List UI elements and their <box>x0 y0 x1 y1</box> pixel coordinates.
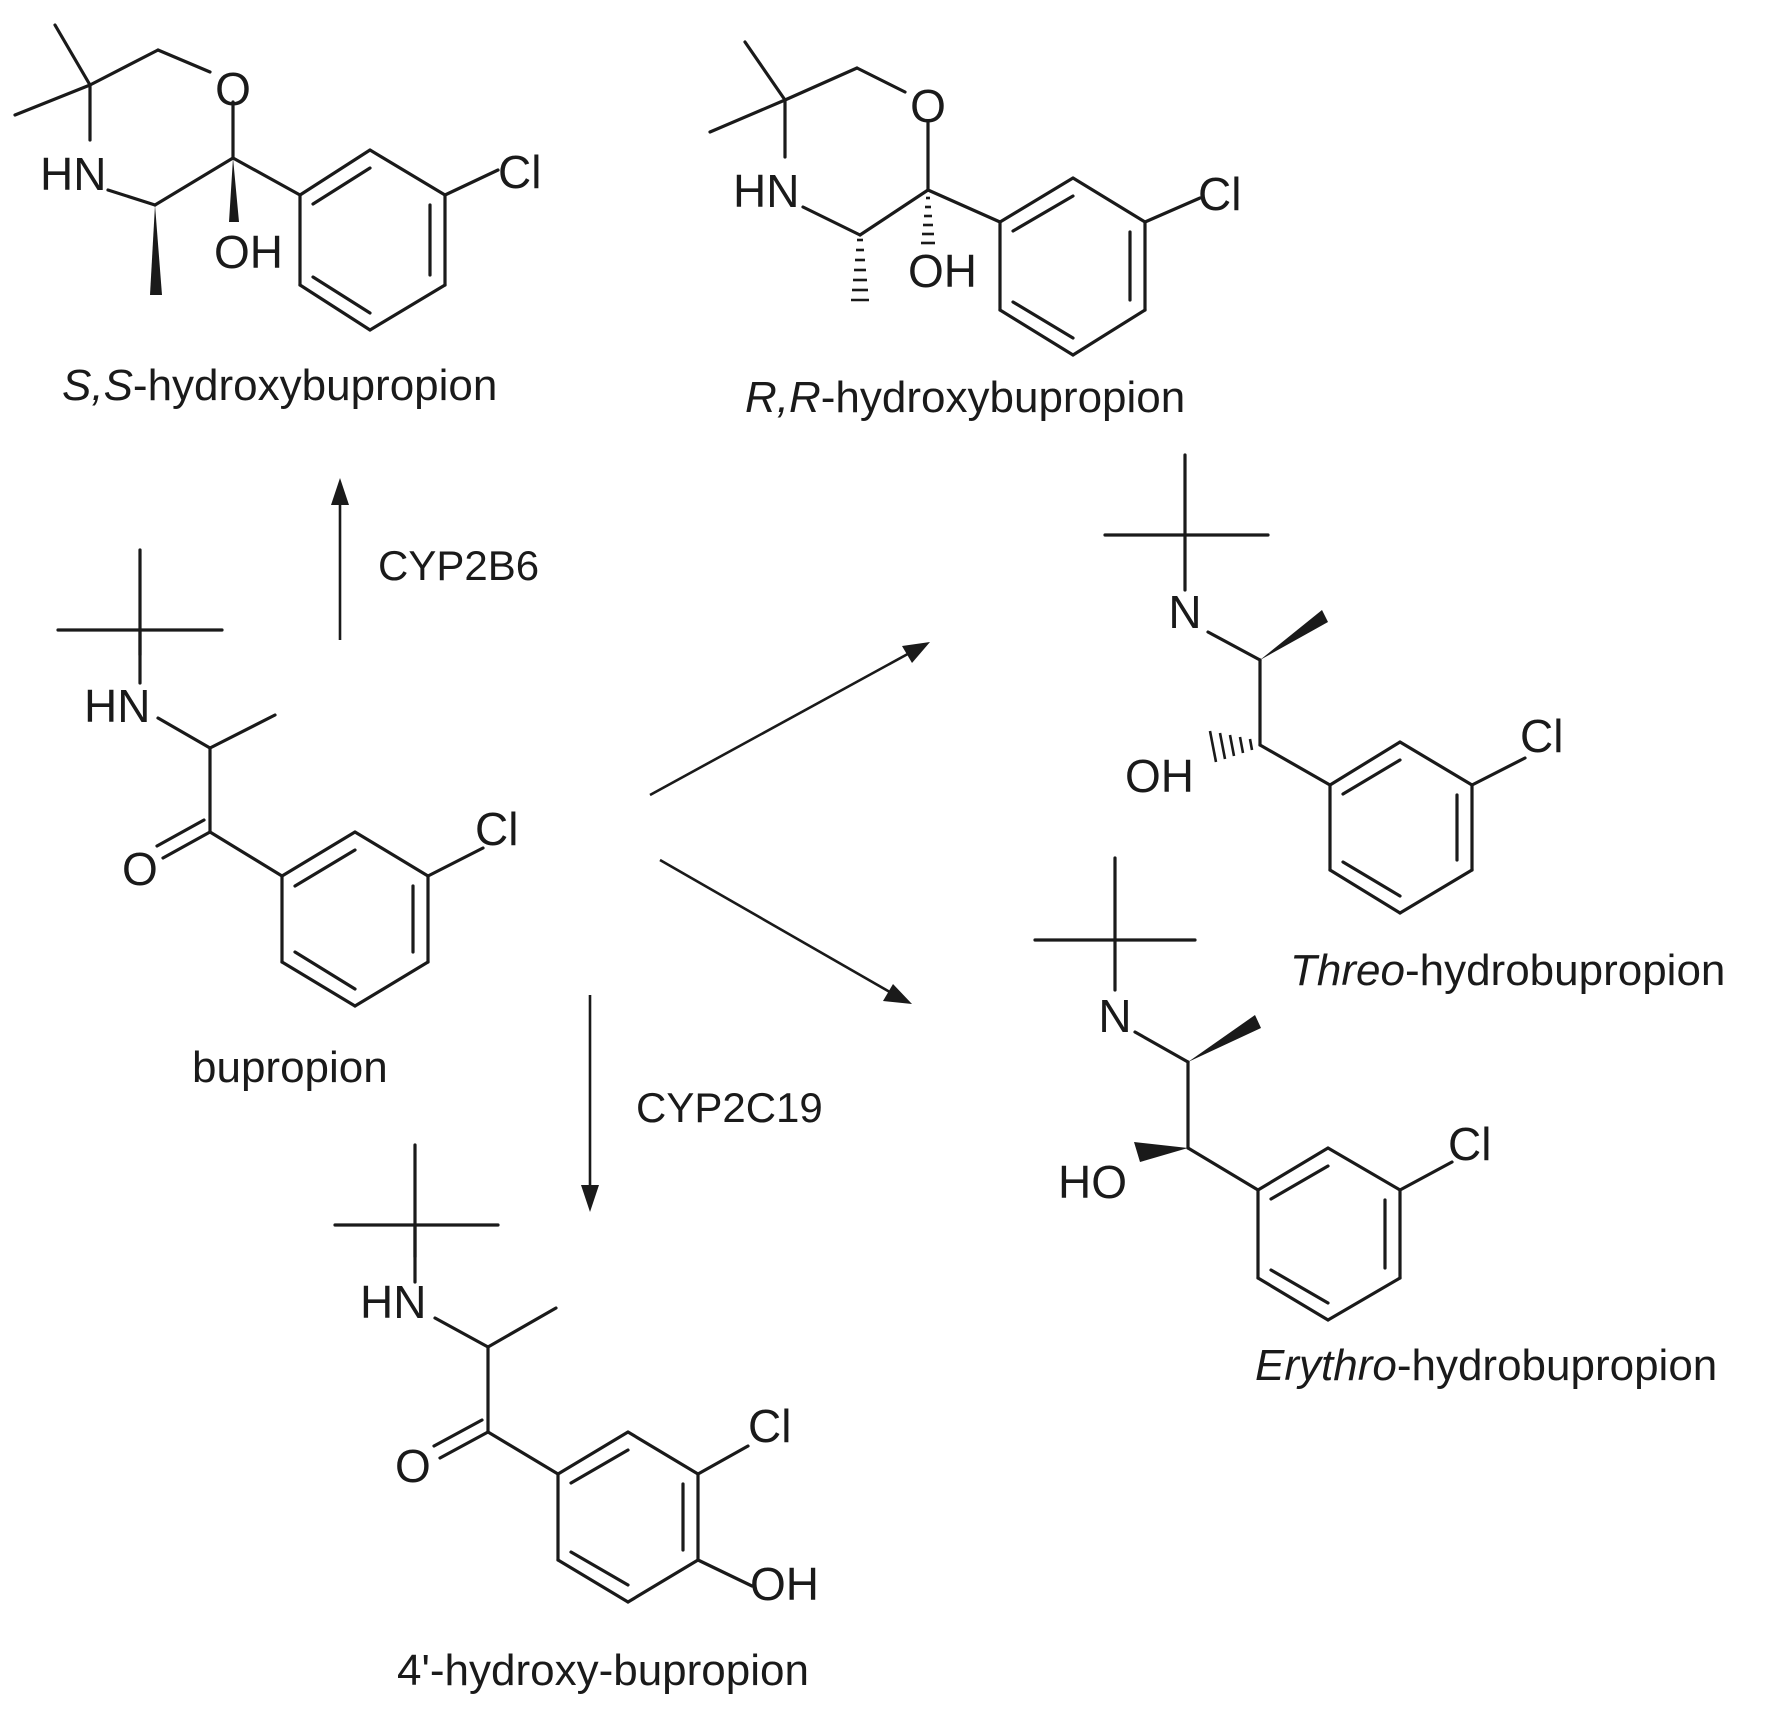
threo-hydroxyl-label: OH <box>1125 750 1194 802</box>
hydroxy4-amine-label: HN <box>360 1276 426 1328</box>
rr-amine-label: HN <box>733 165 799 217</box>
threo-nitrogen-label: N <box>1168 586 1201 638</box>
rr-caption-rest: -hydroxybupropion <box>821 373 1185 422</box>
bupropion-caption: bupropion <box>192 1043 388 1092</box>
ss-hydroxybupropion-caption: S,S-hydroxybupropion <box>62 361 497 410</box>
rr-hydroxyl-label: OH <box>908 245 977 297</box>
ss-hydroxyl-label: OH <box>214 226 283 278</box>
arrow-to-ss-hydroxybupropion <box>331 478 349 640</box>
enzyme-cyp2b6-label: CYP2B6 <box>378 542 539 589</box>
erythro-chloro-label: Cl <box>1448 1118 1491 1170</box>
ss-caption-rest: -hydroxybupropion <box>133 361 497 410</box>
enzyme-cyp2c19-label: CYP2C19 <box>636 1084 823 1131</box>
molecule-4-hydroxy-bupropion: HN O Cl OH 4'-hydroxy-bupropion <box>333 1143 819 1695</box>
bupropion-amine-label: HN <box>84 680 150 732</box>
molecule-erythro-hydrobupropion: N HO Cl Erythro-hydrobupropion <box>1033 856 1717 1390</box>
ss-caption-prefix: S,S <box>62 361 133 410</box>
molecule-bupropion: HN O Cl bupropion <box>56 548 518 1092</box>
hydroxy4-ketone-label: O <box>395 1440 431 1492</box>
molecule-threo-hydrobupropion: N OH Cl Threo-hydrobupropion <box>1103 453 1725 995</box>
rr-oxygen-label: O <box>910 80 946 132</box>
erythro-hydrobupropion-caption: Erythro-hydrobupropion <box>1255 1341 1717 1390</box>
erythro-caption-rest: -hydrobupropion <box>1397 1341 1717 1390</box>
arrow-to-4-hydroxy-bupropion <box>581 995 599 1212</box>
threo-hydrobupropion-caption: Threo-hydrobupropion <box>1290 946 1725 995</box>
threo-hashed-hydroxyl <box>1208 730 1254 763</box>
molecule-ss-hydroxybupropion: O HN OH Cl S,S-hydroxybupropion <box>13 23 541 410</box>
rr-hashed-hydroxyl <box>921 196 935 245</box>
hydroxy4-bonds <box>333 1143 754 1604</box>
molecule-rr-hydroxybupropion: O HN OH Cl R,R-hydroxybupropion <box>708 40 1241 422</box>
rr-bonds <box>708 40 1202 357</box>
rr-hydroxybupropion-caption: R,R-hydroxybupropion <box>745 373 1185 422</box>
arrow-to-threo-hydrobupropion <box>649 642 930 797</box>
erythro-nitrogen-label: N <box>1098 990 1131 1042</box>
ss-bonds <box>13 23 500 332</box>
ss-oxygen-label: O <box>215 63 251 115</box>
rr-caption-prefix: R,R <box>745 373 821 422</box>
erythro-caption-prefix: Erythro <box>1255 1341 1397 1390</box>
threo-bonds <box>1103 453 1527 915</box>
erythro-bonds <box>1033 856 1454 1322</box>
ss-amine-label: HN <box>40 148 106 200</box>
ss-chloro-label: Cl <box>498 146 541 198</box>
hydroxy4-hydroxyl-label: OH <box>750 1558 819 1610</box>
threo-caption-prefix: Threo <box>1290 946 1405 995</box>
bupropion-chloro-label: Cl <box>475 803 518 855</box>
rr-chloro-label: Cl <box>1198 168 1241 220</box>
hydroxy4-chloro-label: Cl <box>748 1400 791 1452</box>
erythro-hydroxyl-label: HO <box>1058 1156 1127 1208</box>
threo-caption-rest: -hydrobupropion <box>1405 946 1725 995</box>
bupropion-bonds <box>56 548 485 1008</box>
hydroxy4-caption: 4'-hydroxy-bupropion <box>397 1646 809 1695</box>
arrow-to-erythro-hydrobupropion <box>659 858 912 1004</box>
threo-chloro-label: Cl <box>1520 710 1563 762</box>
rr-hashed-methyl <box>851 238 869 302</box>
bupropion-ketone-label: O <box>122 843 158 895</box>
